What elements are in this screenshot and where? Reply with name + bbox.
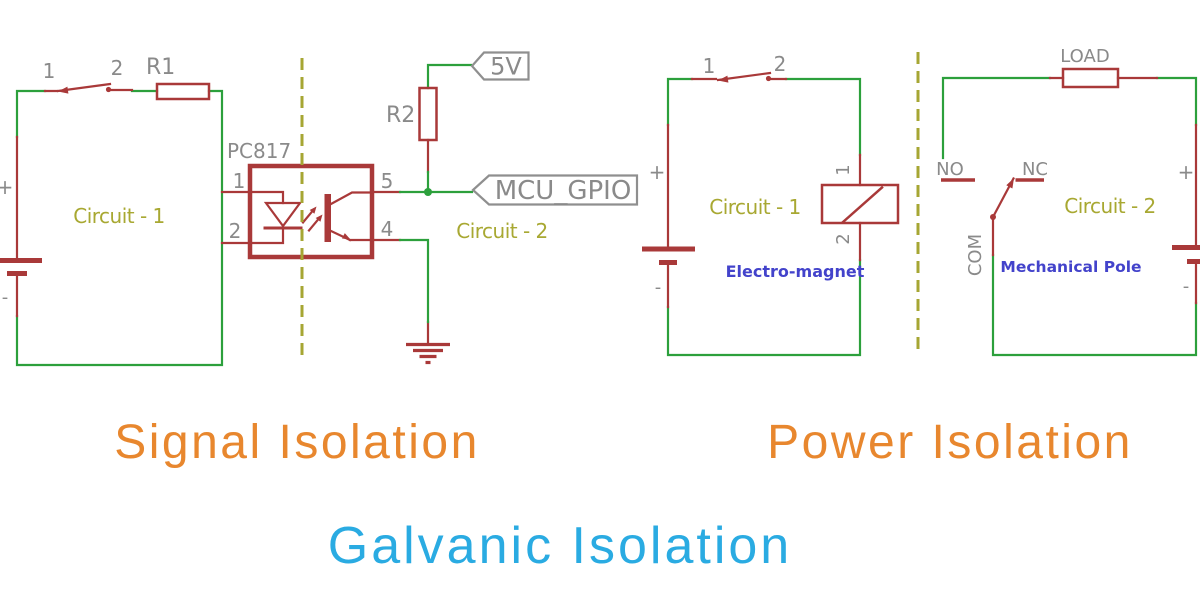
supply-flag: [470, 51, 530, 81]
switch-pin1-label: 1: [43, 59, 56, 83]
power-circuit2-label: Circuit - 2: [1064, 194, 1156, 218]
power-primary-circuit: 1 2 + - 1 2 Electro-magnet Circuit - 1: [642, 52, 900, 357]
opto-pin2-label: 2: [229, 219, 242, 243]
led-triangle-icon: [263, 201, 303, 228]
power-isolation-title: Power Isolation: [767, 416, 1133, 469]
relay-coil-diagonal: [841, 185, 884, 224]
power-circuit1-label: Circuit - 1: [709, 195, 801, 219]
wire-net: [398, 63, 474, 324]
optocoupler-body: [247, 163, 375, 260]
component-leads: [666, 77, 862, 309]
power-isolation-section: 1 2 + - 1 2 Electro-magnet Circuit - 1 L…: [642, 46, 1200, 469]
electromagnet-caption: Electro-magnet: [726, 262, 865, 281]
contact-no-label: NO: [936, 159, 964, 180]
light-arrow-shaft: [301, 209, 315, 225]
light-arrow-shaft: [307, 217, 321, 233]
contact-arrowhead-icon: [1006, 178, 1014, 189]
component-leads: [991, 76, 1198, 305]
coil-pin2-label: 2: [833, 233, 854, 244]
switch-pivot-dot: [105, 86, 112, 93]
switch-arrowhead-icon: [718, 75, 729, 83]
phototransistor-base-bar: [324, 194, 331, 242]
net-flag: [471, 174, 639, 206]
contact-com-label: COM: [965, 234, 986, 276]
switch-arrowhead-icon: [58, 86, 69, 94]
wire-net: [941, 76, 1198, 357]
com-pivot-dot: [990, 214, 996, 220]
resistor-r2: [418, 86, 438, 142]
light-arrow-icon: [309, 206, 317, 214]
load-label: LOAD: [1060, 46, 1109, 67]
switch-pin1-label: 1: [703, 54, 716, 78]
wire-net: [15, 89, 224, 367]
battery-plus-label: +: [0, 175, 13, 199]
opto-pin1-label: 1: [233, 169, 246, 193]
signal-primary-circuit: 1 2 R1 + - Circuit - 1: [0, 55, 252, 367]
junction-dot: [424, 188, 432, 196]
relay-coil: [820, 183, 900, 225]
switch-pin2-label: 2: [111, 56, 124, 80]
optocoupler-part-label: PC817: [227, 139, 291, 163]
signal-circuit1-label: Circuit - 1: [73, 204, 165, 228]
opto-pin4-label: 4: [381, 217, 394, 241]
phototransistor-emitter: [329, 229, 374, 242]
resistor-r1-label: R1: [146, 55, 175, 80]
component-leads: [15, 88, 252, 318]
coil-pin1-label: 1: [833, 164, 854, 175]
power-secondary-circuit: LOAD NO NC COM + - Mechanical Pole Circu…: [936, 46, 1200, 357]
led-leads: [248, 190, 285, 245]
ground-symbol: [406, 342, 450, 365]
battery-plus-label: +: [649, 160, 666, 184]
signal-isolation-title: Signal Isolation: [114, 416, 480, 469]
switch-pivot-dot: [765, 75, 772, 82]
contact-nc-label: NC: [1022, 159, 1048, 180]
optocoupler-pc817: PC817 1 2 5 4: [227, 139, 394, 260]
signal-circuit2-label: Circuit - 2: [456, 219, 548, 243]
light-arrow-icon: [315, 214, 323, 222]
battery-minus-label: -: [655, 277, 662, 298]
battery-minus-label: -: [1183, 276, 1190, 297]
wire-net: [666, 77, 862, 357]
resistor-r2-label: R2: [386, 103, 415, 128]
component-leads: [370, 138, 430, 345]
emitter-arrow-icon: [342, 233, 351, 240]
signal-secondary-circuit: R2 5V MCU_GPIO Circuit - 2: [370, 51, 639, 365]
phototransistor-collector: [329, 191, 374, 206]
supply-flag-label: 5V: [490, 53, 522, 81]
load-resistor: [1061, 67, 1120, 89]
switch-pin2-label: 2: [774, 52, 787, 76]
galvanic-isolation-title: Galvanic Isolation: [328, 517, 792, 575]
battery-minus-label: -: [2, 287, 9, 308]
battery-plus-label: +: [1178, 160, 1195, 184]
signal-isolation-section: 1 2 R1 + - Circuit - 1 PC817 1 2 5 4: [0, 51, 639, 469]
opto-pin5-label: 5: [381, 169, 394, 193]
resistor-r1: [155, 82, 211, 101]
net-flag-label: MCU_GPIO: [495, 176, 632, 206]
mechanical-pole-caption: Mechanical Pole: [1000, 258, 1141, 276]
